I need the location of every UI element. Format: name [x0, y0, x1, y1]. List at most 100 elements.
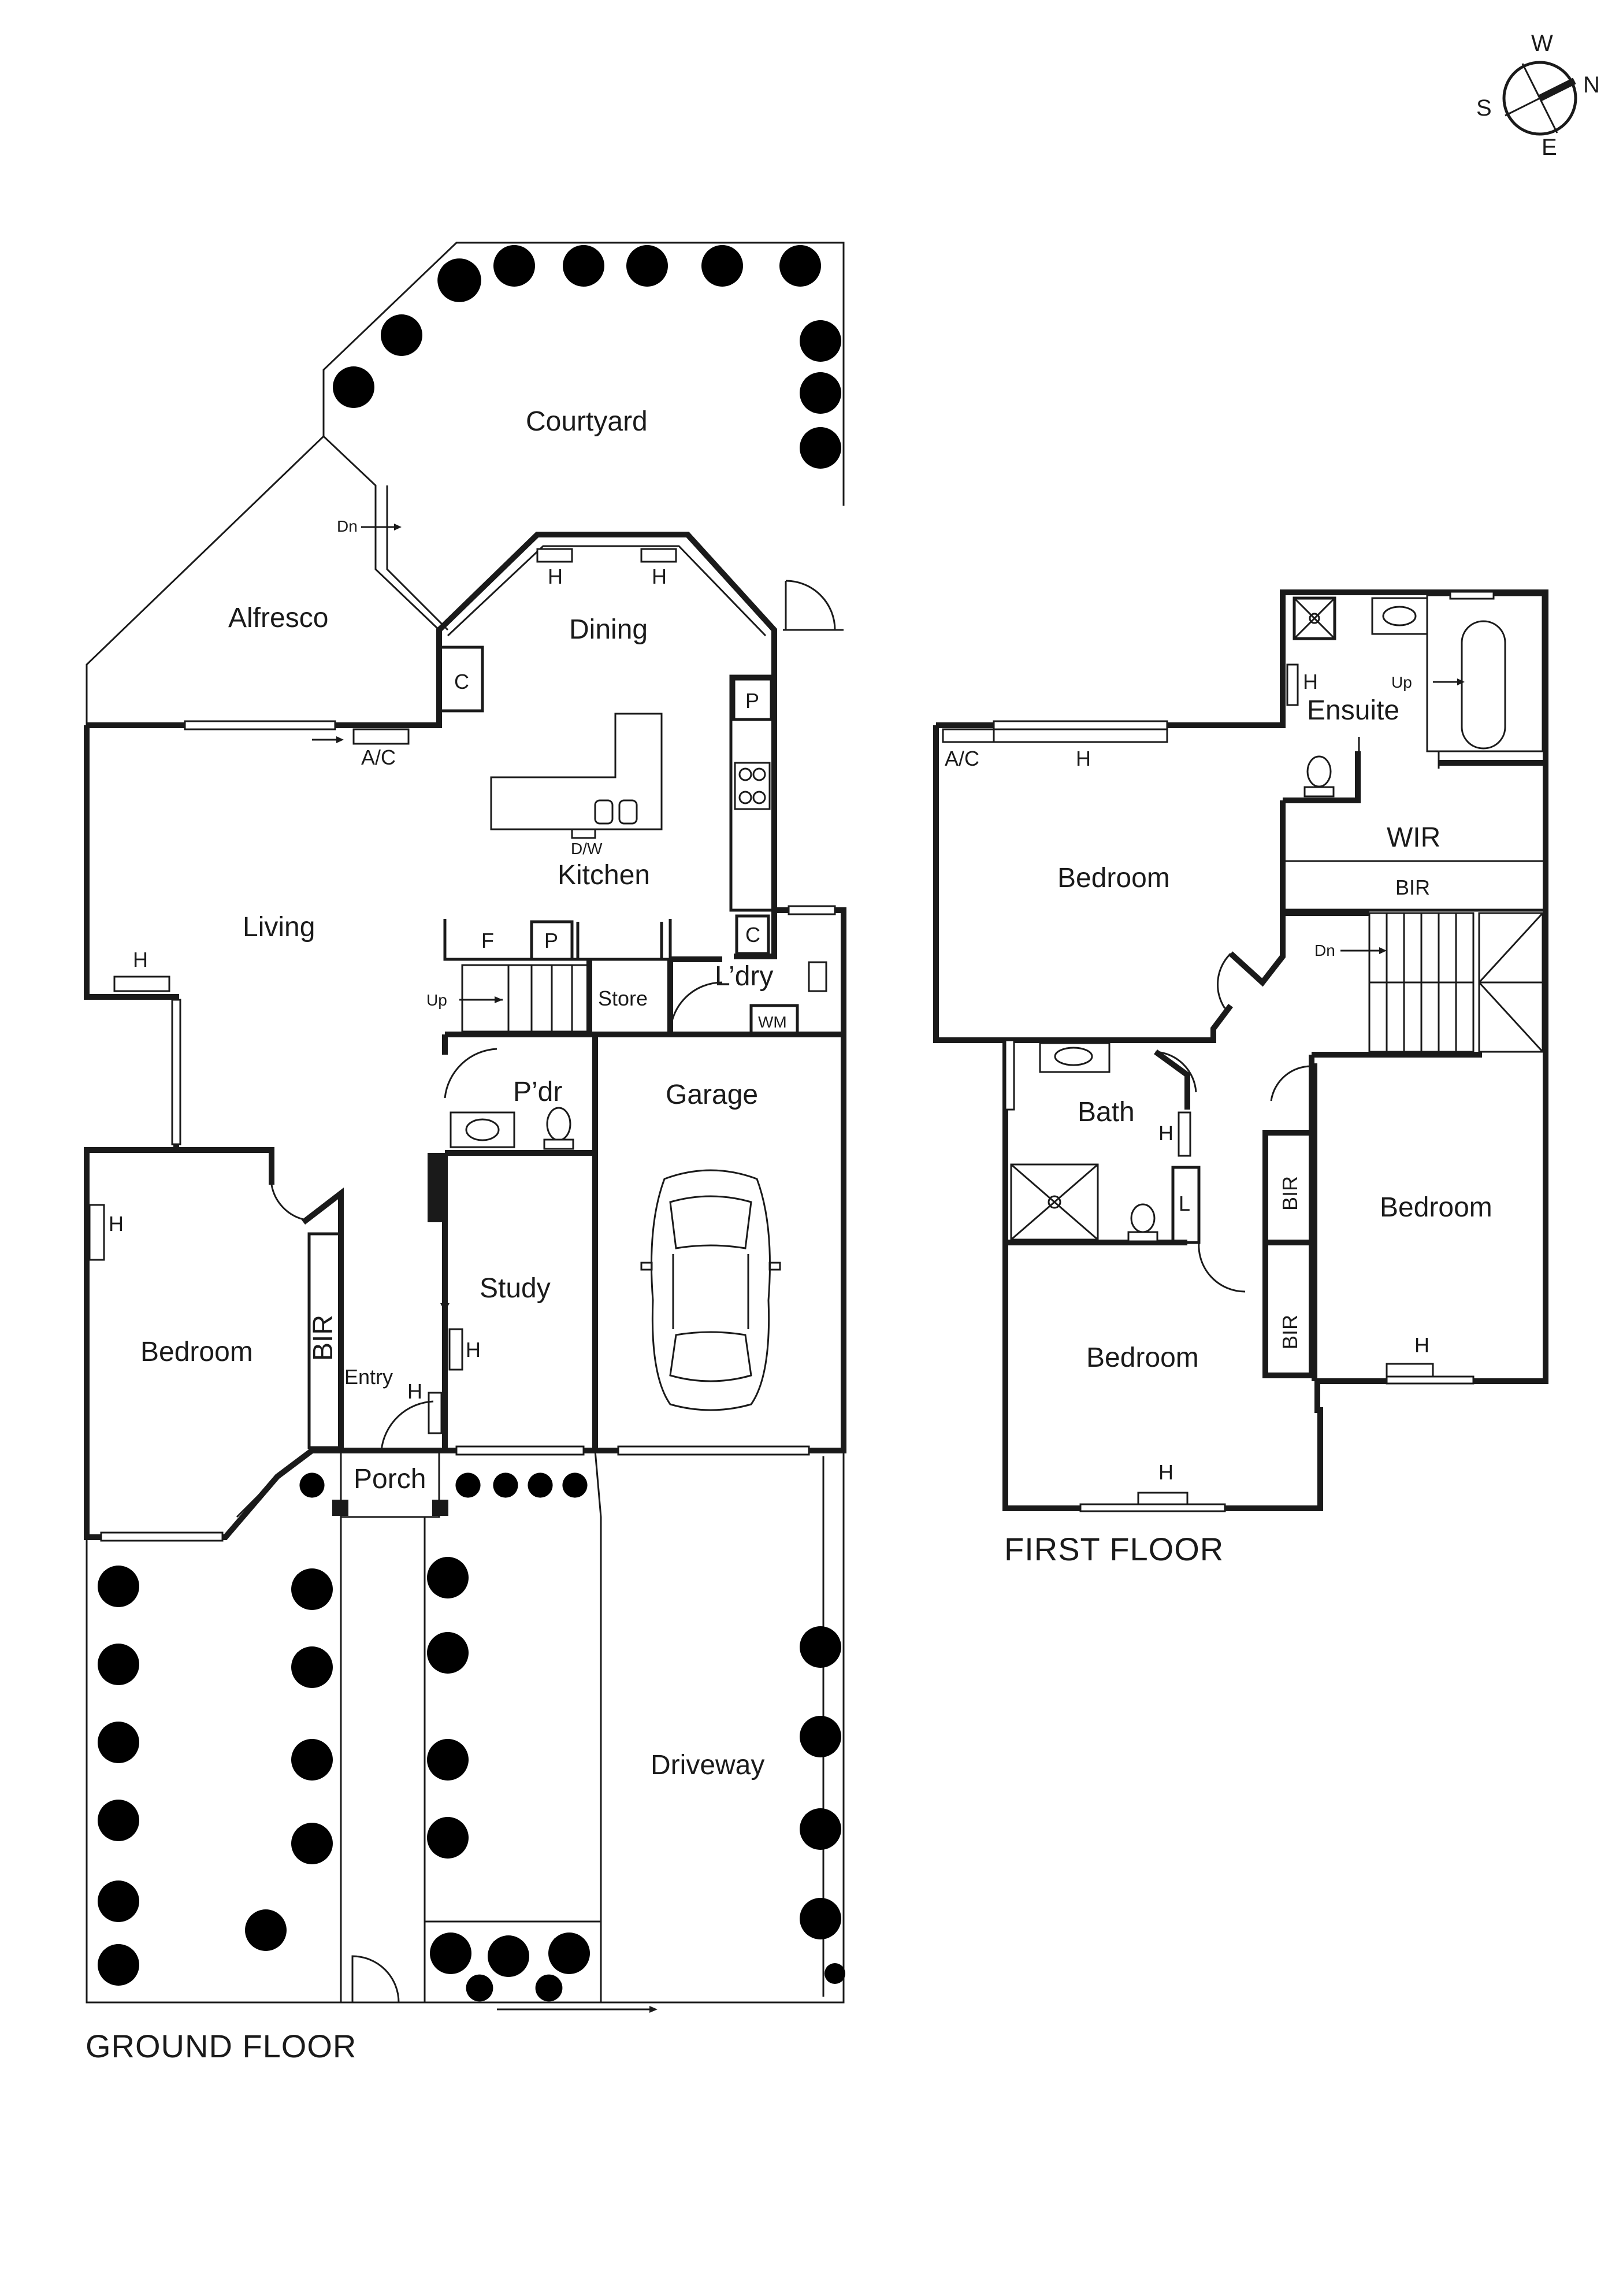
bath-toilet-icon [1127, 1203, 1158, 1242]
living-side-window [171, 999, 181, 1145]
dining-heater-left [536, 548, 573, 563]
ensuite-heater-label: H [1303, 670, 1318, 693]
bath-label: Bath [1078, 1097, 1135, 1127]
first-ac-unit [942, 728, 996, 743]
pantry-north [732, 677, 773, 721]
laundry-window [788, 905, 836, 915]
garage-label: Garage [666, 1080, 758, 1110]
ensuite-heater [1286, 663, 1299, 706]
bedroom-east-label: Bedroom [1380, 1192, 1492, 1223]
dining-heater-left-label: H [548, 565, 563, 588]
ground-bir-label: BIR [308, 1315, 339, 1361]
wir-label: WIR [1387, 822, 1440, 853]
driveway-label: Driveway [651, 1750, 764, 1781]
living-heater-label: H [133, 948, 148, 971]
first-floor-title: FIRST FLOOR [1004, 1531, 1224, 1567]
store-label: Store [598, 986, 648, 1010]
washing-machine-label: WM [758, 1013, 787, 1031]
car-icon [640, 1169, 781, 1411]
first-floor-stairs [1340, 912, 1544, 1053]
compass-icon: W N S E [1476, 31, 1600, 160]
stairs-down-label: Dn [337, 517, 358, 535]
study-label: Study [480, 1273, 551, 1304]
bedroom-label: Bedroom [140, 1337, 253, 1367]
ground-floor: C P D/W F P Up [84, 242, 846, 2064]
ground-ac-label: A/C [361, 745, 396, 769]
sink-left-icon [594, 799, 614, 825]
cupboard-dining [437, 646, 484, 713]
bath-heater [1178, 1111, 1191, 1157]
compass-south: S [1476, 95, 1492, 121]
compass-east: E [1542, 135, 1557, 160]
fridge-label: F [481, 929, 494, 952]
dishwasher-label: D/W [571, 840, 603, 858]
cupboard-label: C [454, 670, 469, 693]
powder-vanity [450, 1111, 515, 1148]
bir-south-label: BIR [1278, 1315, 1302, 1349]
entry-label: Entry [344, 1365, 393, 1389]
powder-label: P’dr [513, 1077, 562, 1107]
alfresco-label: Alfresco [228, 603, 328, 633]
entry-heater-label: H [407, 1379, 422, 1403]
ensuite-vanity [1371, 597, 1428, 635]
bedroom-heater [88, 1204, 105, 1261]
cupboard-laundry [735, 914, 770, 955]
ensuite-toilet-icon [1303, 755, 1335, 798]
courtyard-label: Courtyard [526, 406, 648, 437]
sink-right-icon [618, 799, 638, 825]
bath-heater-label: H [1158, 1121, 1173, 1145]
bedroom-south-label: Bedroom [1086, 1342, 1199, 1373]
pantry-south-label: P [544, 929, 558, 952]
laundry-label: L’dry [715, 961, 773, 992]
bedroom-east-heater [1386, 1363, 1434, 1378]
first-stairs-down-label: Dn [1314, 941, 1335, 959]
shower-bath [1010, 1163, 1099, 1241]
shower-ensuite [1293, 596, 1336, 640]
porch-post-right [432, 1500, 448, 1516]
dining-heater-right [640, 548, 677, 563]
study-heater-label: H [466, 1338, 481, 1362]
living-label: Living [243, 912, 315, 943]
master-heater [993, 728, 1168, 743]
pantry-south [530, 920, 574, 961]
cupboard-laundry-label: C [745, 923, 760, 947]
porch-post-left [332, 1500, 348, 1516]
dishwasher-icon [571, 828, 596, 839]
ground-stairs [459, 964, 590, 1033]
bedroom-window [100, 1531, 224, 1542]
laundry-tub-icon [808, 961, 827, 992]
entry-heater [428, 1392, 443, 1434]
courtyard-boundary [322, 242, 845, 506]
garage-door [617, 1445, 810, 1456]
master-bedroom-label: Bedroom [1057, 863, 1170, 893]
linen-label: L [1179, 1192, 1190, 1215]
ensuite-stairs-up-label: Up [1391, 673, 1412, 691]
bir-south [1262, 1240, 1314, 1378]
study-window [455, 1445, 585, 1456]
stairs-up-label: Up [426, 991, 447, 1009]
ground-bir [307, 1232, 343, 1449]
washing-machine-icon [749, 1004, 799, 1036]
first-bir-label: BIR [1395, 876, 1430, 899]
bedroom-east-heater-label: H [1414, 1333, 1429, 1357]
first-floor: H Up A/C H [933, 589, 1548, 1567]
study-heater [448, 1328, 463, 1371]
dining-label: Dining [569, 614, 648, 645]
powder-toilet-icon [543, 1107, 574, 1150]
linen-cupboard [1171, 1166, 1201, 1244]
kitchen-label: Kitchen [558, 860, 650, 891]
bedroom-south-heater-label: H [1158, 1460, 1173, 1484]
ground-ac-unit [352, 728, 410, 745]
study-dark-panel [428, 1153, 444, 1222]
kitchen-east-bench [729, 674, 776, 912]
pantry-label: P [745, 689, 759, 713]
ensuite-label: Ensuite [1307, 695, 1399, 726]
bedroom-heater-label: H [109, 1212, 124, 1236]
kitchen-island [490, 713, 663, 830]
alfresco-boundary [86, 435, 325, 725]
master-heater-label: H [1076, 747, 1091, 770]
bir-east-label: BIR [1278, 1176, 1302, 1211]
living-heater [113, 975, 170, 992]
compass-north: N [1583, 72, 1600, 98]
